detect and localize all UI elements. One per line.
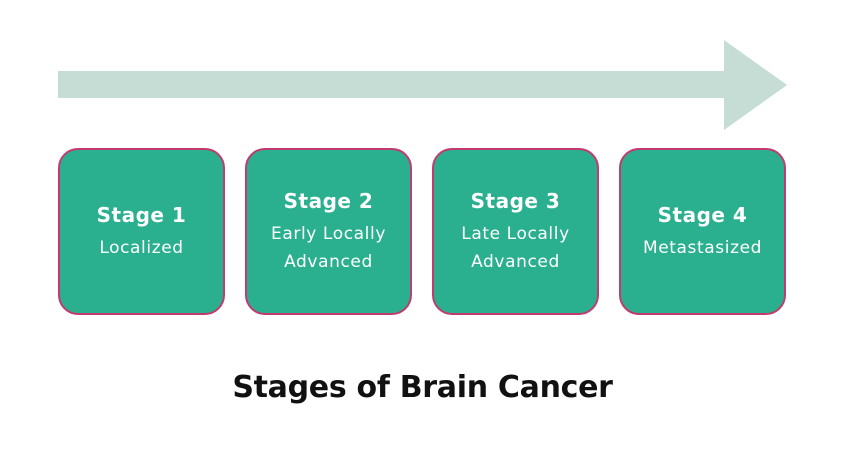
stage-3-box: Stage 3 Late Locally Advanced [432,148,599,315]
stage-4-box: Stage 4 Metastasized [619,148,786,315]
stage-3-title: Stage 3 [470,188,561,213]
stage-2-title: Stage 2 [283,188,374,213]
stage-1-title: Stage 1 [96,202,187,227]
stage-2-subtitle: Early Locally Advanced [271,223,386,272]
stage-2-box: Stage 2 Early Locally Advanced [245,148,412,315]
stage-1-subtitle: Localized [99,237,184,258]
stage-1-box: Stage 1 Localized [58,148,225,315]
stage-4-title: Stage 4 [657,202,748,227]
progression-arrow-shape [58,40,787,130]
stage-4-subtitle: Metastasized [642,237,763,258]
progression-arrow [58,40,787,130]
stage-3-subtitle: Late Locally Advanced [461,223,570,272]
page-title: Stages of Brain Cancer [232,370,613,405]
